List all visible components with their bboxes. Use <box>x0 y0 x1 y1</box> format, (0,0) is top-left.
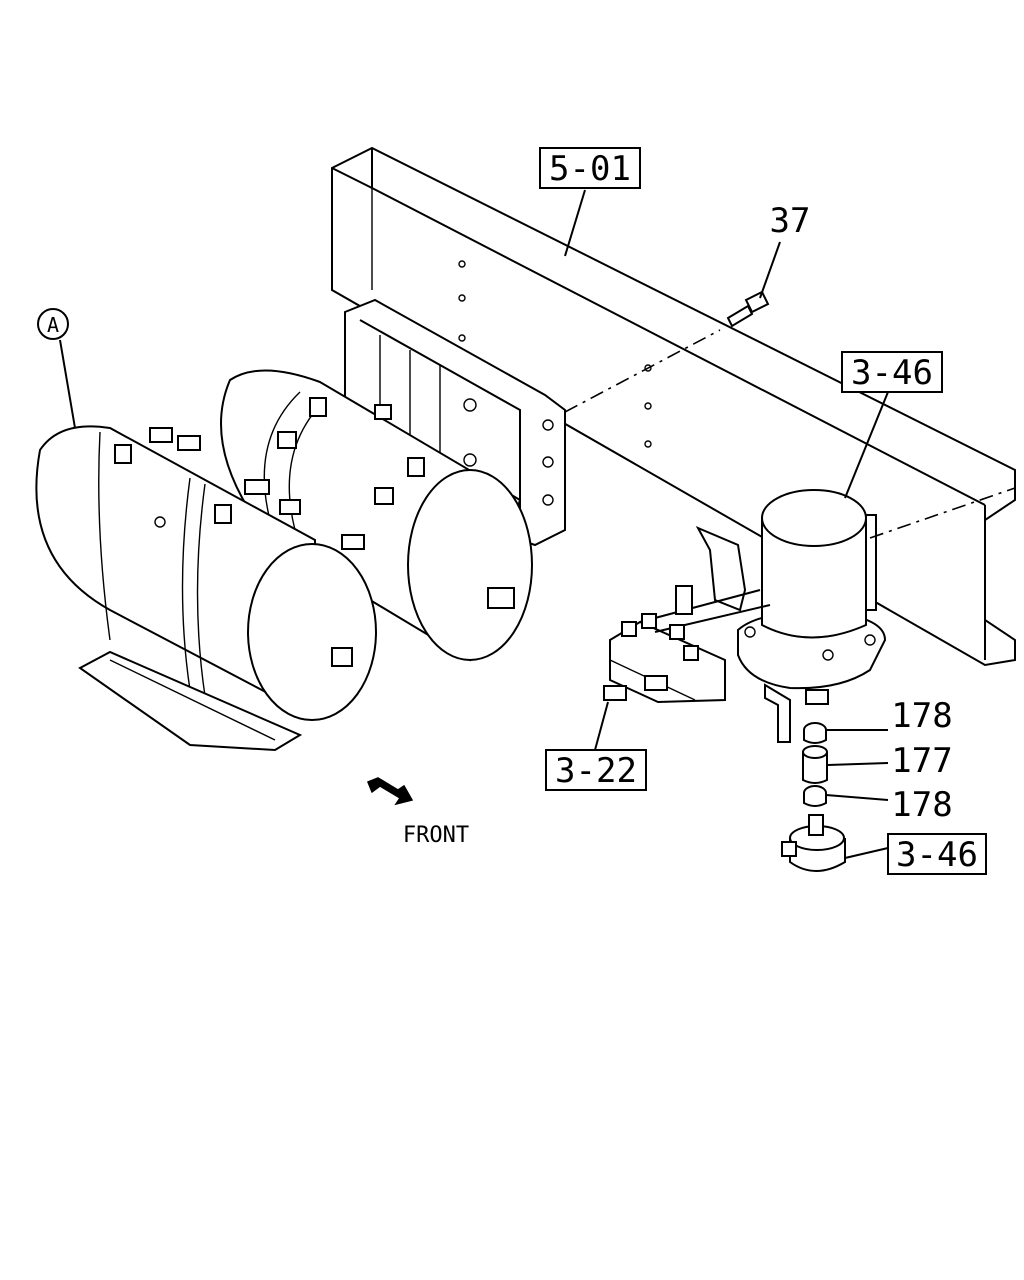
callout-37: 37 <box>770 201 811 241</box>
front-direction-indicator: FRONT <box>367 777 469 848</box>
callout-178-top-label: 178 <box>891 696 952 736</box>
drain-fittings <box>781 722 846 872</box>
front-label: FRONT <box>403 823 469 848</box>
leader-A <box>59 339 76 429</box>
tank-base-bracket <box>78 650 303 752</box>
detail-marker-A: A <box>37 308 69 340</box>
leader-5-01 <box>564 189 586 257</box>
tank-mounting-bracket <box>344 298 566 547</box>
callout-3-46-dryer-label: 3-46 <box>851 353 933 393</box>
leader-3-22 <box>594 701 609 751</box>
tank-fittings <box>114 397 515 667</box>
leader-3-46-dryer <box>844 391 889 499</box>
callout-177-label: 177 <box>891 741 952 781</box>
callout-3-46-valve-label: 3-46 <box>896 835 978 875</box>
leader-177 <box>827 762 889 766</box>
callout-3-22-label: 3-22 <box>555 751 637 791</box>
callout-5-01: 5-01 <box>539 147 641 189</box>
leader-178-bottom <box>825 794 889 801</box>
detail-marker-A-label: A <box>47 313 59 337</box>
callout-178-bottom-label: 178 <box>891 785 952 825</box>
bolt-37 <box>726 290 770 328</box>
alignment-line-dryer <box>869 487 1016 539</box>
leader-37 <box>759 241 781 299</box>
leader-3-46-valve <box>844 847 889 859</box>
callout-5-01-label: 5-01 <box>549 149 631 189</box>
dryer-mounting-bracket <box>695 525 791 743</box>
callout-3-46-dryer: 3-46 <box>841 351 943 393</box>
callout-178-bottom: 178 <box>891 785 952 825</box>
front-arrow-icon <box>367 777 414 806</box>
callout-3-46-valve: 3-46 <box>887 833 987 875</box>
valve-manifold <box>603 585 771 704</box>
callout-178-top: 178 <box>891 696 952 736</box>
air-tank-front <box>35 425 377 721</box>
callout-177: 177 <box>891 741 952 781</box>
alignment-line-bolt <box>564 329 721 413</box>
callout-37-label: 37 <box>770 201 811 241</box>
air-dryer <box>737 489 887 705</box>
callout-3-22: 3-22 <box>545 749 647 791</box>
